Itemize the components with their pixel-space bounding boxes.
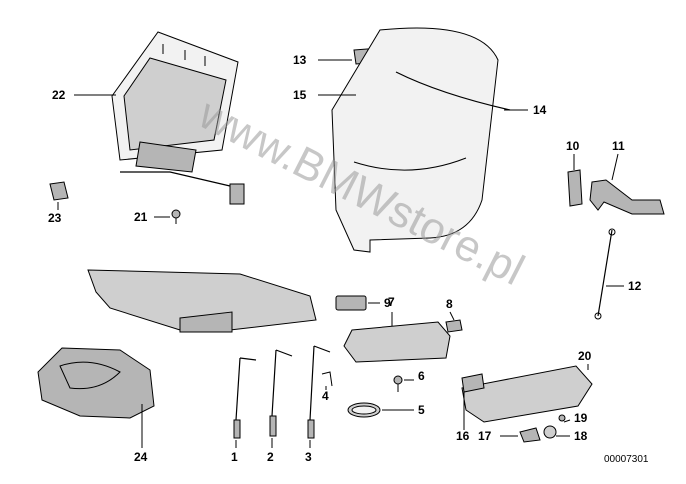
callout-3: 3 (305, 450, 312, 464)
callout-11: 11 (612, 139, 625, 153)
callout-16: 16 (456, 429, 470, 443)
part-17-bracket (519, 427, 541, 443)
callout-2: 2 (267, 450, 274, 464)
callout-6: 6 (418, 369, 425, 383)
part-21-screw (171, 209, 181, 224)
part-18-knob (543, 425, 557, 439)
callout-9: 9 (384, 296, 391, 310)
leader-lines (57, 59, 624, 448)
callout-1: 1 (231, 450, 238, 464)
part-9-switch (335, 295, 367, 311)
part-10-handle-cover (567, 169, 583, 207)
callout-12: 12 (628, 279, 642, 293)
part-1-harness (233, 357, 257, 439)
reference-code: 00007301 (604, 454, 649, 465)
callout-24: 24 (134, 450, 148, 464)
callout-10: 10 (566, 139, 580, 153)
callout-7-visible: 7 (388, 295, 395, 309)
part-22-backrest-panel (111, 31, 245, 205)
part-7-switch-housing (343, 321, 451, 363)
part-14-cable (395, 71, 511, 111)
part-5-ring (347, 402, 381, 418)
part-6-screw (393, 375, 403, 392)
callout-17: 17 (478, 429, 492, 443)
part-4-clip (321, 371, 333, 387)
part-11-release-handle (589, 179, 665, 215)
callout-19: 19 (574, 411, 588, 425)
callout-14: 14 (533, 103, 547, 117)
callout-23: 23 (48, 211, 62, 225)
seat-back-shell (331, 27, 499, 253)
callout-13: 13 (293, 53, 307, 67)
callout-5: 5 (418, 403, 425, 417)
callout-4: 4 (322, 389, 329, 403)
callout-8: 8 (446, 297, 453, 311)
part-12-rod (594, 228, 616, 320)
callout-labels: 22 13 15 14 10 11 12 23 21 9 7 6 5 4 1 2… (48, 53, 642, 464)
callout-18: 18 (574, 429, 588, 443)
part-8-switch-cap (445, 319, 463, 333)
part-24-seat-mat (37, 347, 155, 419)
seat-side-trim (87, 269, 317, 333)
part-23-clip (49, 181, 69, 201)
part-2-harness (269, 349, 293, 437)
part-19-screw (558, 414, 566, 422)
callout-20: 20 (578, 349, 592, 363)
part-20-switch-panel (461, 365, 593, 423)
callout-15: 15 (293, 88, 307, 102)
callout-21: 21 (134, 210, 148, 224)
callout-22: 22 (52, 88, 66, 102)
part-3-harness (307, 345, 331, 439)
